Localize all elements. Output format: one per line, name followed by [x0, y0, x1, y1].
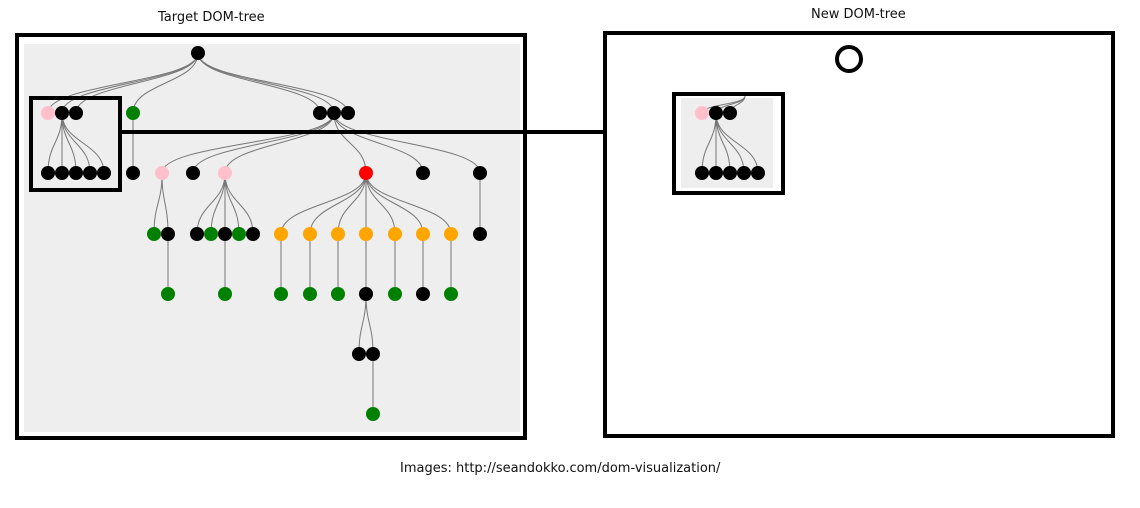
tree-node-black: [473, 166, 487, 180]
tree-node-black: [97, 166, 111, 180]
tree-node-black: [352, 347, 366, 361]
tree-edge: [161, 172, 169, 235]
tree-node-black: [69, 106, 83, 120]
tree-node-green: [366, 407, 380, 421]
tree-edge: [132, 52, 199, 114]
tree-node-black: [69, 166, 83, 180]
tree-node-orange: [359, 227, 373, 241]
tree-node-black: [359, 287, 373, 301]
tree-edge: [61, 52, 199, 114]
tree-node-orange: [303, 227, 317, 241]
tree-edge: [224, 112, 335, 174]
tree-node-black: [186, 166, 200, 180]
tree-node-black: [366, 347, 380, 361]
tree-node-orange: [444, 227, 458, 241]
tree-node-black: [161, 227, 175, 241]
tree-node-black: [41, 166, 55, 180]
tree-node-black: [341, 106, 355, 120]
tree-node-orange: [331, 227, 345, 241]
empty-root-node: [835, 45, 863, 73]
tree-node-red: [359, 166, 373, 180]
new-tree-panel: [603, 31, 1115, 438]
tree-node-green: [218, 287, 232, 301]
tree-node-black: [709, 166, 723, 180]
tree-edge: [224, 172, 254, 235]
tree-node-black: [246, 227, 260, 241]
tree-node-green: [388, 287, 402, 301]
tree-node-black: [55, 106, 69, 120]
tree-node-black: [709, 106, 723, 120]
tree-node-black: [723, 106, 737, 120]
tree-node-green: [274, 287, 288, 301]
tree-node-black: [190, 227, 204, 241]
tree-node-green: [331, 287, 345, 301]
tree-edge: [333, 112, 367, 174]
tree-edge: [365, 293, 374, 355]
target-tree-frame: [15, 33, 527, 440]
tree-node-black: [191, 46, 205, 60]
tree-node-pink: [41, 106, 55, 120]
tree-edge: [365, 172, 452, 235]
image-source-caption: Images: http://seandokko.com/dom-visuali…: [400, 461, 721, 476]
target-tree-nodes: [41, 46, 487, 421]
tree-edge: [280, 172, 367, 235]
tree-node-black: [751, 166, 765, 180]
tree-node-orange: [416, 227, 430, 241]
tree-node-black: [416, 287, 430, 301]
tree-node-black: [218, 227, 232, 241]
tree-node-pink: [695, 106, 709, 120]
tree-edge: [161, 112, 335, 174]
target-tree-title: Target DOM-tree: [158, 10, 265, 25]
tree-edge: [333, 112, 424, 174]
tree-edge: [197, 52, 349, 114]
tree-node-black: [83, 166, 97, 180]
tree-edge: [333, 112, 481, 174]
tree-node-black: [55, 166, 69, 180]
new-tree-title: New DOM-tree: [811, 7, 906, 22]
tree-node-black: [723, 166, 737, 180]
tree-node-black: [416, 166, 430, 180]
tree-node-black: [695, 166, 709, 180]
tree-edge: [365, 172, 396, 235]
target-tree-panel: [15, 33, 527, 440]
selected-subtree-box: [29, 96, 122, 192]
tree-node-green: [232, 227, 246, 241]
tree-edge: [309, 172, 367, 235]
tree-edge: [61, 112, 105, 174]
target-tree-canvas: [24, 44, 520, 432]
tree-node-green: [204, 227, 218, 241]
tree-node-black: [737, 166, 751, 180]
tree-edge: [365, 172, 424, 235]
tree-node-green: [161, 287, 175, 301]
tree-node-pink: [155, 166, 169, 180]
tree-node-black: [327, 106, 341, 120]
target-tree-edges: [47, 52, 481, 414]
tree-edge: [337, 172, 367, 235]
tree-node-black: [473, 227, 487, 241]
tree-edge: [75, 52, 199, 114]
tree-edge: [192, 112, 335, 174]
tree-edge: [715, 112, 759, 174]
tree-node-green: [126, 106, 140, 120]
tree-node-orange: [274, 227, 288, 241]
copied-subtree-nodes: [695, 106, 765, 180]
copied-subtree-box: [672, 92, 785, 195]
tree-node-green: [444, 287, 458, 301]
tree-node-pink: [218, 166, 232, 180]
tree-node-orange: [388, 227, 402, 241]
tree-node-green: [147, 227, 161, 241]
tree-node-black: [313, 106, 327, 120]
tree-node-black: [126, 166, 140, 180]
tree-node-green: [303, 287, 317, 301]
